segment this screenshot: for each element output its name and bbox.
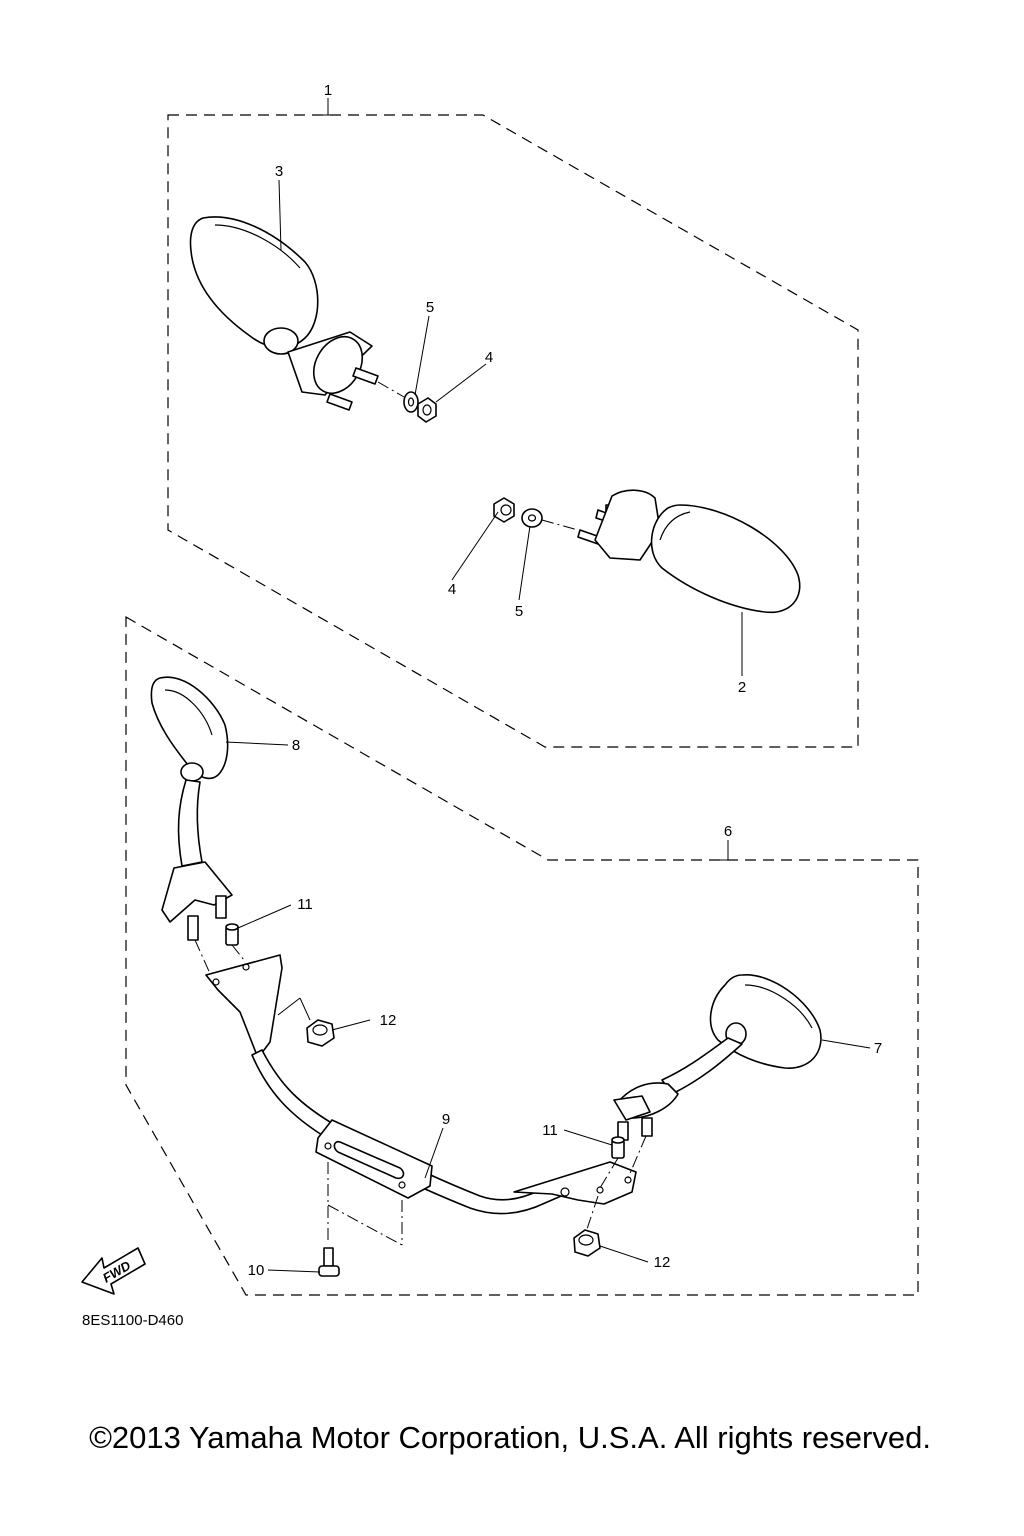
callout-4-upper: 4 xyxy=(485,349,493,366)
washer-part-5-lower xyxy=(521,508,543,528)
callout-5-lower: 5 xyxy=(515,603,523,620)
mirror-bracket-part-9 xyxy=(205,954,637,1215)
nut-part-4-lower xyxy=(493,497,515,523)
group-1-boundary xyxy=(167,114,859,748)
diagram-code: 8ES1100-D460 xyxy=(82,1312,183,1329)
nut-part-12-left xyxy=(306,1019,335,1047)
fwd-arrow-icon: FWD xyxy=(81,1247,146,1295)
nut-part-4-upper xyxy=(417,397,437,423)
mirror-stay-right-part-7 xyxy=(613,974,822,1141)
callout-5-upper: 5 xyxy=(426,299,434,316)
mirror-stay-left-part-8 xyxy=(150,676,233,941)
callout-3: 3 xyxy=(275,163,283,180)
callout-12-right: 12 xyxy=(654,1254,671,1271)
callout-1: 1 xyxy=(324,82,332,99)
collar-part-11-left xyxy=(225,923,239,946)
callout-6: 6 xyxy=(724,823,732,840)
callout-2: 2 xyxy=(738,679,746,696)
mirror-left-part-3 xyxy=(189,216,379,411)
callout-7: 7 xyxy=(874,1040,882,1057)
callout-8: 8 xyxy=(292,737,300,754)
group-6-boundary xyxy=(125,615,919,1296)
callout-11-left: 11 xyxy=(297,896,313,913)
collar-part-11-right xyxy=(611,1136,625,1159)
mirror-right-part-2 xyxy=(577,489,801,614)
callout-11-right: 11 xyxy=(542,1122,558,1139)
washer-part-5-upper xyxy=(403,391,419,413)
callout-10: 10 xyxy=(248,1262,265,1279)
copyright-notice: ©2013 Yamaha Motor Corporation, U.S.A. A… xyxy=(89,1420,931,1455)
callout-4-lower: 4 xyxy=(448,581,456,598)
callout-9: 9 xyxy=(442,1111,450,1128)
bolt-part-10 xyxy=(318,1247,340,1277)
nut-part-12-right xyxy=(573,1229,601,1257)
callout-12-left: 12 xyxy=(380,1012,397,1029)
